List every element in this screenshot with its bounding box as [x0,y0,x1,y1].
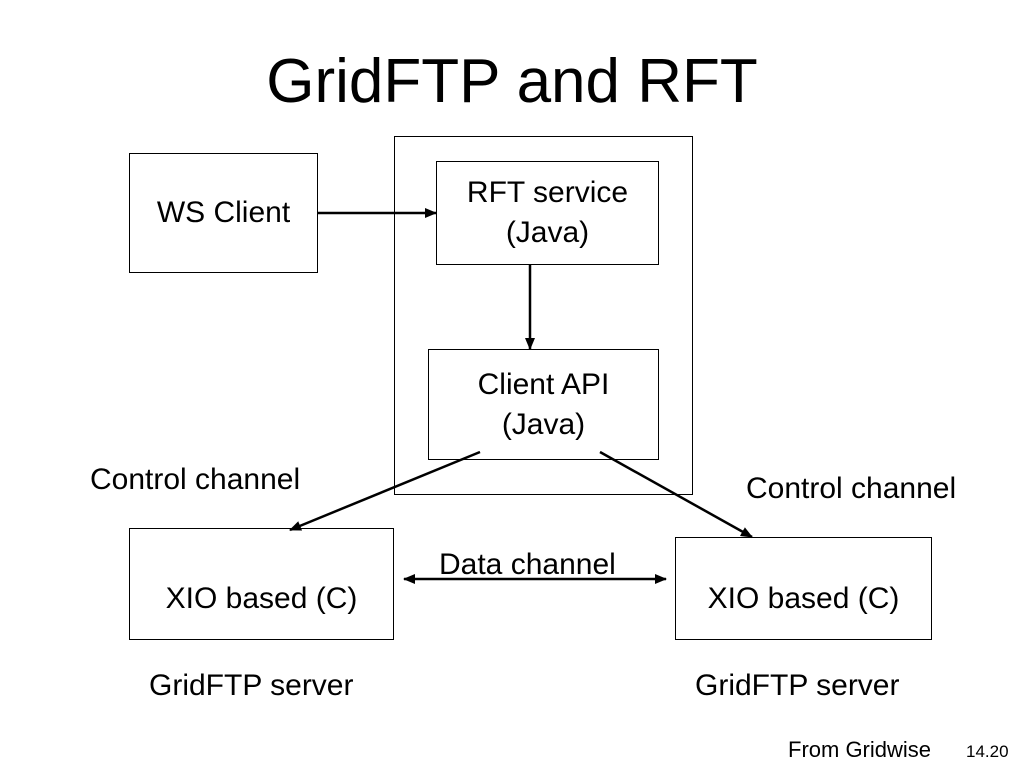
rft-container-box [394,136,693,495]
xio-right-box: XIO based (C) [675,537,932,640]
client-api-box: Client API (Java) [428,349,659,460]
rft-service-label: RFT service [466,176,629,209]
ws-client-box: WS Client [129,153,318,273]
control-channel-left-label: Control channel [90,463,301,496]
rft-service-box: RFT service (Java) [436,161,659,265]
client-api-label: Client API [477,367,610,401]
xio-left-label: XIO based (C) [165,582,358,615]
slide-title: GridFTP and RFT [266,47,758,116]
xio-right-label: XIO based (C) [707,581,900,615]
slide-number: 14.20 [966,742,1009,761]
control-channel-left-arrow [289,450,481,532]
gridftp-server-right-label: GridFTP server [695,669,900,702]
control-channel-right-label: Control channel [746,472,957,505]
ws-client-label: WS Client [156,196,291,229]
gridftp-server-left-label: GridFTP server [149,669,354,702]
source-note: From Gridwise [788,737,932,762]
rft-service-sublabel: (Java) [505,216,590,249]
control-channel-right-arrow [599,450,753,539]
client-api-sublabel: (Java) [501,407,586,441]
xio-left-box: XIO based (C) [129,528,394,640]
